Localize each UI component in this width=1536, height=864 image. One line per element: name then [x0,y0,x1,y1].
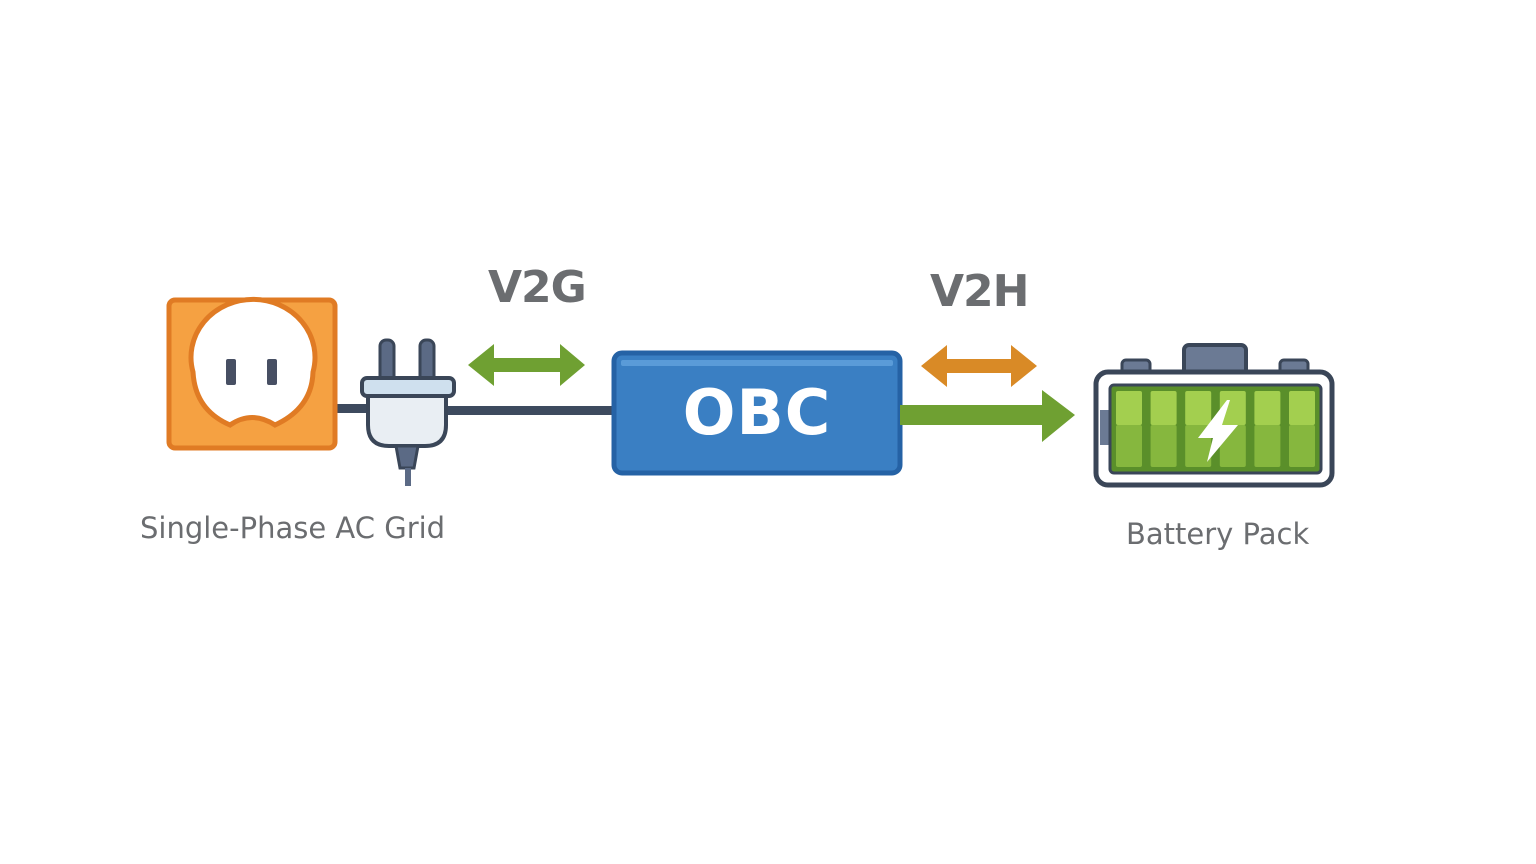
obc-label: OBC [682,376,832,449]
grid-caption: Single-Phase AC Grid [140,511,446,545]
battery-cell-lower [1254,425,1281,467]
v2h-arrow [921,345,1037,387]
battery-cell-lower [1116,425,1142,467]
battery-caption: Battery Pack [1126,517,1310,551]
battery-icon [1093,343,1335,488]
power-outlet-icon [166,296,338,451]
battery-cell-lower [1150,425,1177,467]
plug-to-obc-cable [448,406,616,415]
lightning-bolt-icon [1198,400,1238,462]
battery-cell [1254,391,1281,425]
charge-arrow [900,390,1075,442]
battery-cell [1116,391,1142,425]
power-plug-icon [360,338,456,486]
v2h-label: V2H [930,266,1029,317]
v2g-arrow [468,344,585,386]
battery-cell [1289,391,1315,425]
battery-cell-lower [1289,425,1315,467]
battery-cell [1219,391,1246,425]
battery-cell [1185,391,1212,425]
battery-cell [1150,391,1177,425]
grid-cable [334,404,370,413]
v2g-label: V2G [488,262,587,313]
